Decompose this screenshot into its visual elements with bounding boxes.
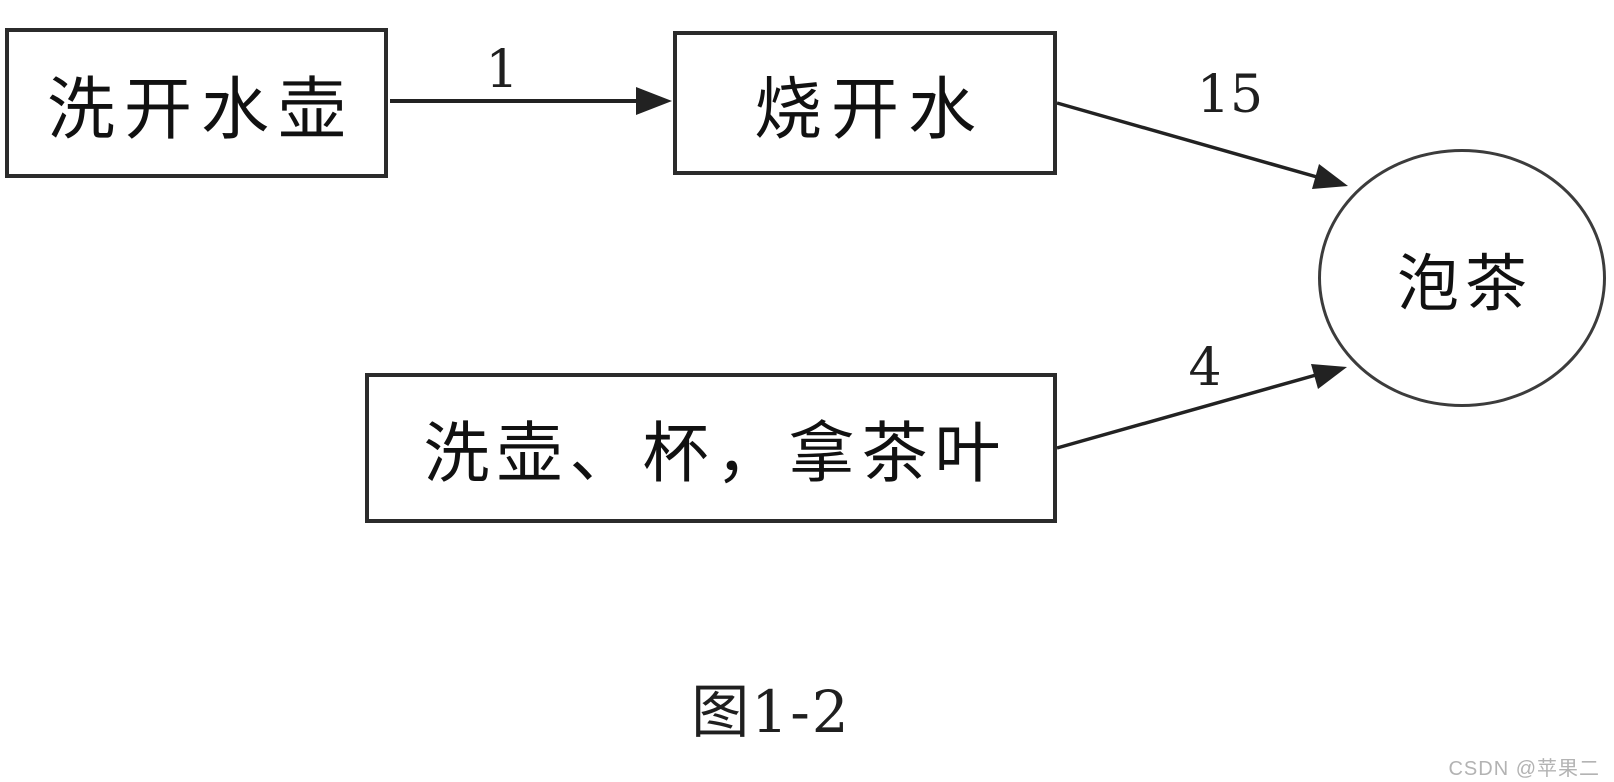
node-wash-pot-cup-tea-label: 洗壶、杯，拿茶叶	[423, 415, 1008, 492]
edge-label-wash-to-boil: 1	[485, 40, 519, 100]
arrowhead-icon	[1312, 164, 1348, 189]
node-brew-tea-label: 泡茶	[1396, 247, 1533, 320]
node-wash-kettle-label: 洗开水壶	[46, 70, 355, 150]
node-wash-pot-cup-tea: 洗壶、杯，拿茶叶	[365, 373, 1057, 523]
arrowhead-icon	[636, 87, 672, 115]
figure-caption: 图1-2	[691, 678, 851, 746]
node-brew-tea: 泡茶	[1318, 149, 1606, 407]
arrowhead-icon	[1311, 364, 1347, 389]
edge-label-prep-to-brew: 4	[1188, 338, 1222, 398]
edge-label-boil-to-brew: 15	[1196, 65, 1264, 125]
node-boil-water: 烧开水	[673, 31, 1057, 175]
node-boil-water-label: 烧开水	[753, 70, 985, 150]
edge-wash-to-boil	[390, 87, 672, 115]
watermark-text: CSDN @苹果二	[1448, 758, 1600, 780]
node-wash-kettle: 洗开水壶	[5, 28, 388, 178]
